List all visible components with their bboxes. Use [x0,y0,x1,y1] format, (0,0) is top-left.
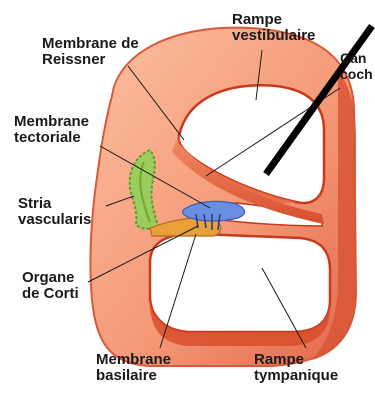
label-rampe-vestibulaire: Rampe vestibulaire [232,12,315,44]
label-rampe-vestibulaire-line2: vestibulaire [232,28,315,44]
label-stria-vascularis-line2: vascularis [18,212,91,228]
label-rampe-vestibulaire-line1: Rampe [232,12,315,28]
label-membrane-tectoriale: Membrane tectoriale [14,114,89,146]
label-organe-corti: Organe de Corti [22,270,79,302]
label-canal-cochleaire-line1: Can [340,50,373,66]
label-canal-cochleaire: Can coch [340,50,373,82]
label-membrane-basilaire-line1: Membrane [96,352,171,368]
label-membrane-reissner: Membrane de Reissner [42,36,139,68]
label-membrane-reissner-line1: Membrane de [42,36,139,52]
label-rampe-tympanique: Rampe tympanique [254,352,338,384]
scala-tympani-chamber [150,234,330,332]
label-membrane-basilaire-line2: basilaire [96,368,171,384]
label-membrane-tectoriale-line1: Membrane [14,114,89,130]
label-membrane-tectoriale-line2: tectoriale [14,130,89,146]
label-canal-cochleaire-line2: coch [340,66,373,82]
label-rampe-tympanique-line1: Rampe [254,352,338,368]
label-membrane-basilaire: Membrane basilaire [96,352,171,384]
label-organe-corti-line1: Organe [22,270,79,286]
label-stria-vascularis-line1: Stria [18,196,91,212]
label-stria-vascularis: Stria vascularis [18,196,91,228]
label-membrane-reissner-line2: Reissner [42,52,139,68]
label-rampe-tympanique-line2: tympanique [254,368,338,384]
label-organe-corti-line2: de Corti [22,286,79,302]
